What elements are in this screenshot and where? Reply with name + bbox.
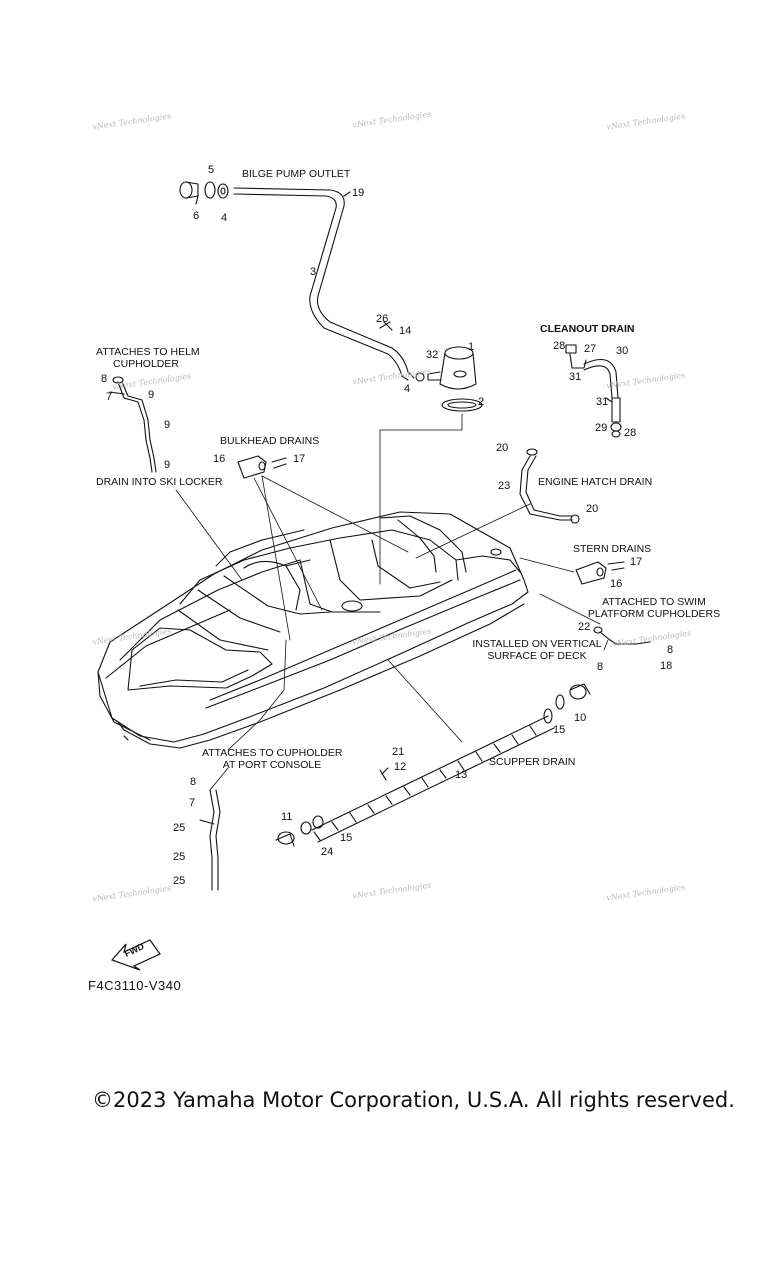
callout-27: 27 [584, 343, 597, 355]
diagram-code: F4C3110-V340 [88, 978, 182, 993]
callout-13: 13 [455, 769, 468, 781]
callout-2: 2 [478, 396, 485, 408]
callout-11: 11 [281, 811, 293, 823]
label-installed-vertical-2: SURFACE OF DECK [487, 650, 587, 662]
callout-17b: 17 [630, 556, 643, 568]
callout-25: 25 [173, 822, 186, 834]
callout-8d: 8 [190, 776, 197, 788]
port-console-drain [199, 789, 221, 891]
callout-28b: 28 [624, 427, 637, 439]
copyright-notice: ©2023 Yamaha Motor Corporation, U.S.A. A… [92, 1088, 735, 1112]
label-bulkhead-drains: BULKHEAD DRAINS [220, 435, 320, 447]
callout-25c: 25 [173, 875, 186, 887]
callout-12: 12 [394, 761, 407, 773]
bulkhead-drain [237, 455, 287, 479]
callout-31b: 31 [596, 396, 609, 408]
helm-cupholder-drain [109, 376, 157, 473]
bilge-outlet-fitting [179, 181, 229, 205]
swim-platform-drain [593, 626, 651, 645]
fwd-arrow-icon [110, 939, 161, 971]
label-stern-drains: STERN DRAINS [573, 543, 652, 555]
callout-18: 18 [660, 660, 673, 672]
scupper-drain-hose [275, 683, 591, 847]
callout-5: 5 [208, 164, 215, 176]
leader-lines [175, 413, 609, 791]
callout-25b: 25 [173, 851, 186, 863]
callout-16b: 16 [610, 578, 623, 590]
callout-28: 28 [553, 340, 566, 352]
callout-17: 17 [293, 453, 306, 465]
callout-4b: 4 [404, 383, 411, 395]
label-installed-vertical-1: INSTALLED ON VERTICAL [472, 638, 602, 650]
callout-9c: 9 [164, 459, 171, 471]
callout-15: 15 [553, 724, 566, 736]
callout-1: 1 [468, 341, 475, 353]
callout-29: 29 [595, 422, 608, 434]
label-attaches-port-1: ATTACHES TO CUPHOLDER [202, 747, 343, 759]
callout-22: 22 [578, 621, 591, 633]
label-attaches-helm-2: CUPHOLDER [113, 358, 179, 370]
callout-10: 10 [574, 712, 587, 724]
label-attaches-port-2: AT PORT CONSOLE [222, 759, 322, 771]
callout-7: 7 [106, 391, 113, 403]
callout-20b: 20 [586, 503, 599, 515]
callout-9: 9 [148, 389, 155, 401]
callout-20: 20 [496, 442, 509, 454]
label-cleanout-drain: CLEANOUT DRAIN [540, 323, 635, 335]
label-attached-swim-2: PLATFORM CUPHOLDERS [587, 608, 721, 620]
callout-8b: 8 [667, 644, 674, 656]
callout-21: 21 [392, 746, 405, 758]
label-drain-ski-locker: DRAIN INTO SKI LOCKER [96, 476, 223, 488]
callout-26: 26 [376, 313, 389, 325]
callout-19: 19 [352, 187, 365, 199]
callout-16: 16 [213, 453, 226, 465]
callout-24: 24 [321, 846, 334, 858]
callout-8: 8 [101, 373, 108, 385]
bilge-hose [233, 187, 415, 381]
engine-hatch-drain [519, 448, 580, 524]
callout-15b: 15 [340, 832, 353, 844]
label-attached-swim-1: ATTACHED TO SWIM [602, 596, 706, 608]
callout-8c: 8 [597, 661, 604, 673]
callout-30: 30 [616, 345, 629, 357]
callout-23: 23 [498, 480, 511, 492]
bilge-pump [379, 321, 483, 412]
label-bilge-pump-outlet: BILGE PUMP OUTLET [242, 168, 351, 180]
callout-9b: 9 [164, 419, 171, 431]
cleanout-drain [565, 344, 622, 438]
callout-4: 4 [221, 212, 228, 224]
label-scupper-drain: SCUPPER DRAIN [489, 756, 576, 768]
callout-7b: 7 [189, 797, 196, 809]
callout-3: 3 [310, 266, 317, 278]
callout-14: 14 [399, 325, 412, 337]
label-engine-hatch-drain: ENGINE HATCH DRAIN [538, 476, 653, 488]
boat-hull [97, 511, 529, 749]
callout-32: 32 [426, 349, 439, 361]
callout-6: 6 [193, 210, 200, 222]
label-attaches-helm-1: ATTACHES TO HELM [96, 346, 200, 358]
callout-31: 31 [569, 371, 582, 383]
stern-drain [575, 561, 625, 585]
